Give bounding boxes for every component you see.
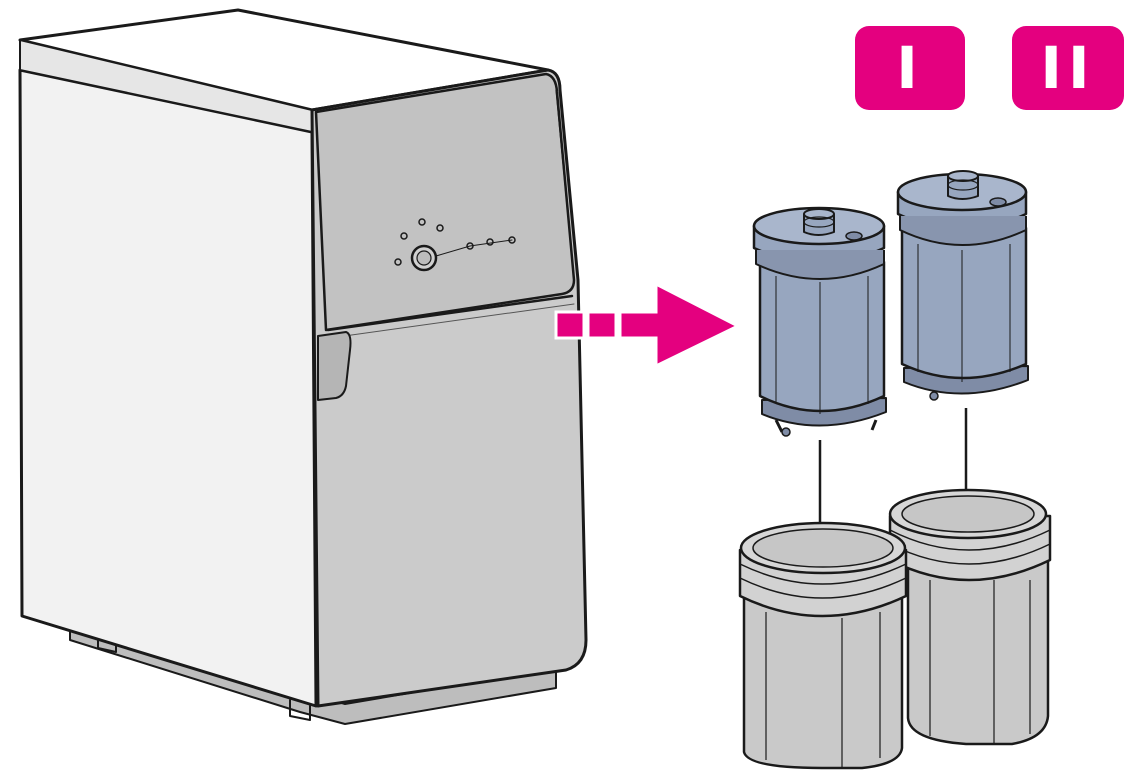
filter-cartridge-2	[898, 171, 1028, 400]
filter-cartridge-1	[754, 208, 886, 436]
badge-label: II	[1040, 34, 1095, 102]
pink-dashed-arrow-right-icon	[556, 284, 738, 366]
filter-housing-2	[890, 490, 1050, 744]
unit-side-face	[20, 70, 316, 706]
badge-label: I	[896, 34, 924, 102]
door-handle	[318, 332, 351, 400]
water-filter-unit	[20, 10, 586, 724]
control-panel	[316, 74, 574, 330]
badge-cartridge-2: II	[1012, 26, 1124, 110]
filter-housing-1	[740, 523, 906, 768]
badge-cartridge-1: I	[855, 26, 965, 110]
